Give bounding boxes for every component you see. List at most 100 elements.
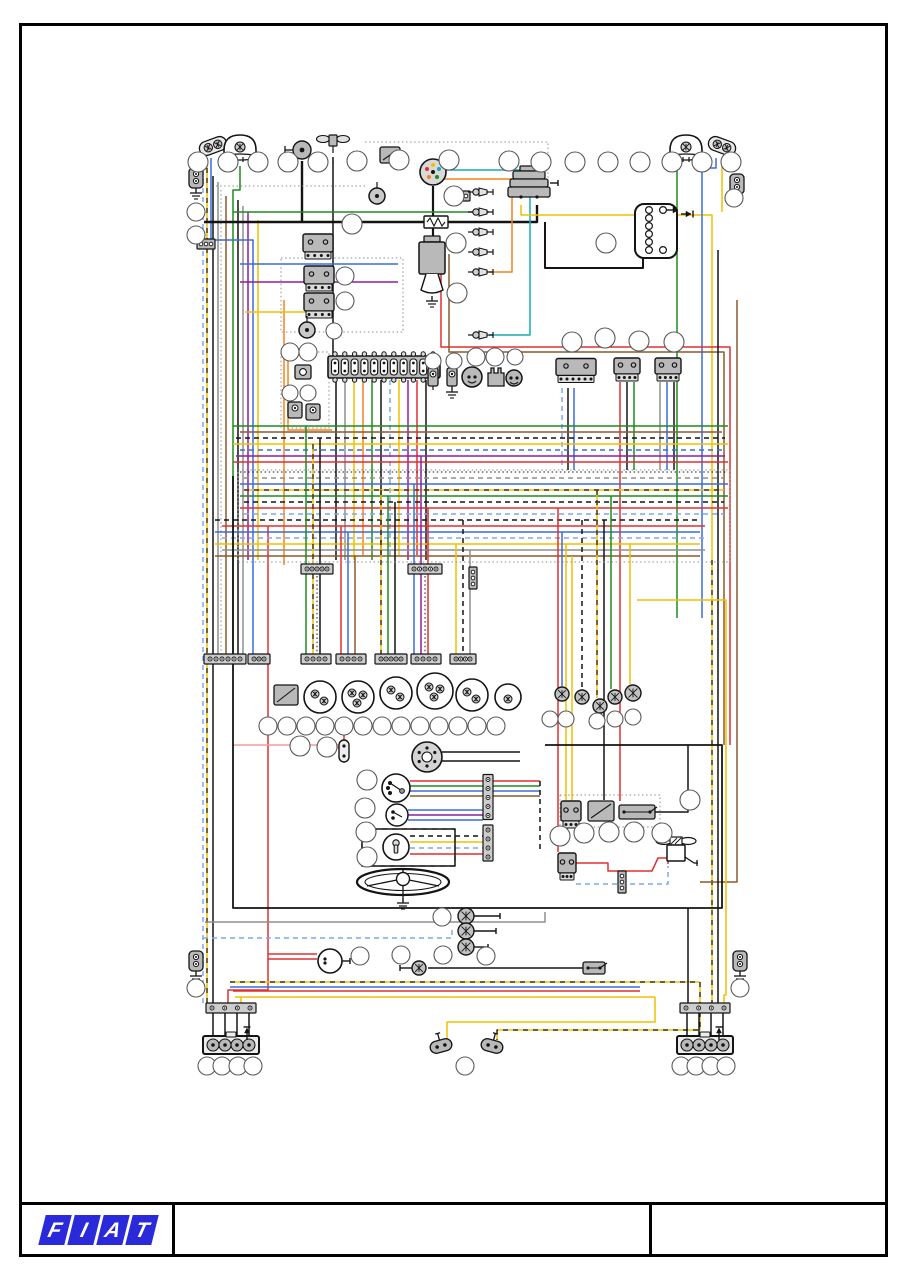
callout-circle <box>476 946 496 966</box>
toggle-symbol <box>582 961 608 975</box>
callout-circle <box>594 327 616 349</box>
wire <box>446 997 656 1040</box>
edgelamp-symbol <box>188 167 204 200</box>
callout-circle <box>186 225 206 245</box>
taillamp-symbol <box>676 1031 734 1055</box>
sidelamp-symbol <box>198 135 228 157</box>
callout-circle <box>391 945 411 965</box>
ground-symbol <box>446 387 458 399</box>
callout-circle <box>212 1056 232 1076</box>
callout-circle <box>355 821 377 843</box>
wire <box>280 351 330 429</box>
wire <box>302 205 539 224</box>
callout-circle <box>325 322 343 340</box>
battery-symbol <box>507 165 559 199</box>
title-block-middle-cell <box>175 1205 652 1254</box>
gauge-symbol <box>303 680 337 714</box>
callout-circle <box>716 1056 736 1076</box>
callout-circle <box>341 213 363 235</box>
plug-symbol <box>468 207 494 217</box>
plug-symbol <box>468 330 494 340</box>
strip-symbol <box>300 653 332 665</box>
switchbox-symbol <box>273 684 299 706</box>
wire <box>203 926 453 939</box>
wire <box>701 158 717 618</box>
callout-circle <box>187 151 209 173</box>
wire <box>544 222 644 269</box>
wire <box>700 300 738 883</box>
plug-symbol <box>468 247 494 257</box>
strip-symbol <box>449 653 477 665</box>
switchsm-symbol <box>287 401 303 419</box>
relay-symbol <box>654 357 682 382</box>
wire <box>440 248 731 745</box>
callout-circle <box>353 716 373 736</box>
callout-circle <box>720 151 742 173</box>
callout-circle <box>506 348 524 366</box>
distributor-symbol <box>419 158 447 186</box>
bulb-symbol <box>592 698 608 714</box>
wire <box>210 158 254 655</box>
plug-symbol <box>468 267 494 277</box>
callout-circle <box>280 342 300 362</box>
sidelamp-symbol <box>707 135 737 157</box>
callout-circle <box>243 1056 263 1076</box>
callout-circle <box>724 188 744 208</box>
switchbox-symbol <box>587 800 615 822</box>
callout-circle <box>623 821 645 843</box>
callout-circle <box>443 185 465 207</box>
gauge-symbol <box>341 680 375 714</box>
callout-circle <box>429 716 449 736</box>
callout-circle <box>628 330 650 352</box>
tarrow-symbol <box>681 210 694 218</box>
callout-circle <box>691 151 713 173</box>
toggle-symbol <box>618 804 658 820</box>
dynamo-symbol <box>505 369 523 387</box>
switchsm-symbol <box>305 403 321 421</box>
pump-symbol <box>294 364 312 380</box>
ministrip2-symbol <box>617 870 627 894</box>
relay-symbol <box>613 357 641 382</box>
fiat-logo-tile: F <box>38 1214 72 1245</box>
vstrip-symbol <box>482 773 494 821</box>
callout-circle <box>258 716 278 736</box>
callout-circle <box>356 769 378 791</box>
callout-circle <box>438 149 460 171</box>
callout-circle <box>335 291 355 311</box>
bulb-symbol <box>554 686 570 702</box>
wire <box>446 169 531 336</box>
dynamo-symbol <box>461 366 483 388</box>
bulb-symbol <box>624 684 642 702</box>
callout-circle <box>316 736 338 758</box>
plug-symbol <box>468 187 494 197</box>
gauge-symbol <box>416 672 454 710</box>
callout-circle <box>281 384 299 402</box>
wire <box>237 469 731 563</box>
callout-circle <box>466 347 486 367</box>
uparrow-symbol <box>715 1026 723 1040</box>
callout-circle <box>346 150 368 172</box>
callout-circle <box>372 716 392 736</box>
plug-symbol <box>468 227 494 237</box>
wiper-symbol <box>315 134 351 153</box>
headlamp-symbol <box>222 134 258 162</box>
gauge-symbol <box>455 678 489 712</box>
callout-circle <box>356 846 378 868</box>
wire <box>287 348 332 431</box>
callout-circle <box>354 797 376 819</box>
wire <box>520 205 713 560</box>
capsule-symbol <box>338 739 350 763</box>
callout-circle <box>334 716 354 736</box>
smallround-symbol <box>368 182 386 205</box>
callout-circle <box>335 266 355 286</box>
callout-circle <box>299 384 317 402</box>
wire <box>232 476 723 909</box>
ignswitch-symbol <box>411 741 443 773</box>
callout-circle <box>307 151 329 173</box>
wire <box>233 744 339 749</box>
relay-symbol <box>557 852 577 881</box>
smallround-symbol <box>298 316 316 339</box>
title-block: F I A T <box>19 1202 888 1257</box>
callout-circle <box>186 978 206 998</box>
